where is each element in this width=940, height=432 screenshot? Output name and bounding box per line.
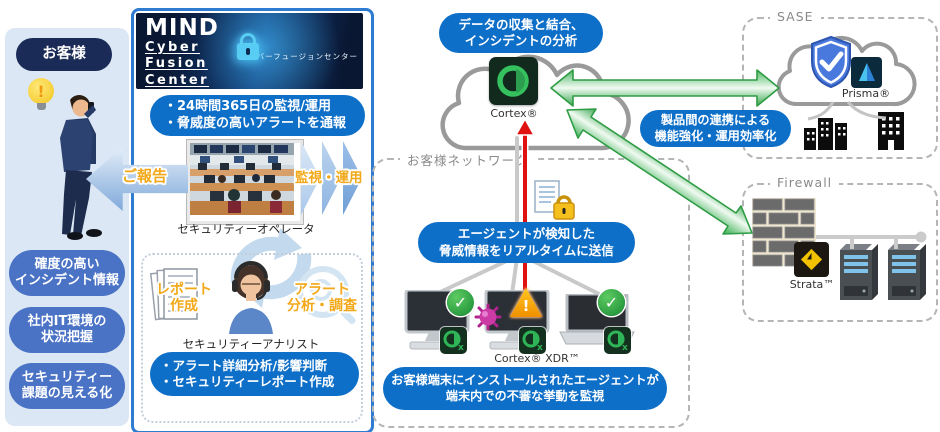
bubble-line: 端末内での不審な挙動を監視 xyxy=(445,388,605,403)
bubble-line: 機能強化・運用効率化 xyxy=(654,128,777,143)
cortex-analysis-bubble: データの収集と結合、 インシデントの分析 xyxy=(439,13,603,53)
bubble-line: エージェントが検知した xyxy=(457,226,596,242)
task-line: 作成 xyxy=(170,298,198,315)
soc-operations-photo xyxy=(187,140,303,224)
benefit-line: インシデント情報 xyxy=(14,273,119,288)
benefit-line: 社内IT環境の xyxy=(27,314,107,330)
xdr-agent-badge: x xyxy=(604,327,631,354)
banner-line-mind: MIND xyxy=(145,15,219,41)
benefit-line: 確度の高い xyxy=(34,257,100,273)
prisma-caption: Prisma® xyxy=(841,87,891,100)
cortex-logo-badge xyxy=(489,57,538,105)
cortex-logo-icon xyxy=(497,65,529,97)
benefit-line: 状況把握 xyxy=(40,330,93,345)
cortex-caption: Cortex® xyxy=(490,107,538,120)
alert-analysis-magnifier-icon xyxy=(297,266,349,318)
operator-caption: セキュリティーオペレータ xyxy=(177,222,315,236)
warning-triangle-icon: ! xyxy=(510,288,542,317)
analyst-duties-bubble: ・アラート詳細分析/影響判断 ・セキュリティーレポート作成 xyxy=(150,352,359,396)
report-task-label: レポート 作成 xyxy=(146,282,222,314)
banner-line-fusion: Fusion xyxy=(145,56,208,72)
prisma-logo-icon xyxy=(859,63,875,81)
svg-text:x: x xyxy=(458,343,464,353)
lightbulb-base xyxy=(37,103,46,110)
check-glyph: ✓ xyxy=(604,293,619,312)
firewall-servers-icon xyxy=(840,244,926,300)
prisma-logo-badge xyxy=(851,57,882,88)
monitor-chevrons xyxy=(301,141,365,215)
monitor-arrow-label: 監視・運用 xyxy=(295,170,363,186)
task-line: レポート xyxy=(156,282,212,298)
xdr-agent-badge: x xyxy=(519,327,546,354)
banner-subtitle: サイバーフュージョンセンター xyxy=(239,52,358,61)
malware-icon xyxy=(474,303,502,331)
banner-lock-icon xyxy=(237,33,259,60)
task-line: 分析・調査 xyxy=(287,298,357,315)
document-lock-icon xyxy=(533,180,577,222)
report-documents-icon xyxy=(149,268,198,321)
shield-check-icon xyxy=(811,35,851,89)
lightbulb-icon: ! xyxy=(28,78,54,104)
analyst-person-figure xyxy=(229,261,273,334)
benefit-pill-it-status: 社内IT環境の 状況把握 xyxy=(9,307,125,353)
bubble-line: データの収集と結合、 xyxy=(458,16,584,32)
soc-photo-art xyxy=(190,143,294,215)
strata-logo-icon xyxy=(800,248,823,271)
strata-caption: Strata™ xyxy=(789,278,835,291)
bubble-line: お客様端末にインストールされたエージェントが xyxy=(391,372,659,387)
svg-text:x: x xyxy=(537,343,543,353)
bubble-line: 製品間の連携による xyxy=(660,112,771,127)
benefit-pill-incident: 確度の高い インシデント情報 xyxy=(9,250,125,296)
customer-title-pill: お客様 xyxy=(16,38,112,71)
integration-bubble: 製品間の連携による 機能強化・運用効率化 xyxy=(640,110,791,147)
xdr-agent-badge: x xyxy=(440,327,467,354)
duty-line: ・アラート詳細分析/影響判断 xyxy=(160,357,328,373)
banner-line-center: Center xyxy=(145,72,210,88)
benefit-line: 課題の見える化 xyxy=(21,386,113,401)
alert-task-label: アラート 分析・調査 xyxy=(284,282,360,314)
sase-buildings-icon xyxy=(804,112,904,150)
xdr-caption: Cortex® XDR™ xyxy=(494,352,580,365)
svg-text:x: x xyxy=(622,343,628,353)
bubble-line: インシデントの分析 xyxy=(464,33,578,48)
agent-send-bubble: エージェントが検知した 脅威情報をリアルタイムに送信 xyxy=(418,222,635,263)
task-line: アラート xyxy=(294,282,350,298)
report-arrow-label: ご報告 xyxy=(122,167,168,185)
analyst-box xyxy=(141,253,363,423)
lightbulb-exclamation: ! xyxy=(37,81,45,101)
mind-banner-title: MIND Cyber Fusion Center xyxy=(145,17,219,89)
bubble-line: 脅威情報をリアルタイムに送信 xyxy=(439,242,614,258)
customer-person-figure xyxy=(60,95,102,240)
customer-network-label: お客様ネットワーク xyxy=(400,150,536,169)
firewall-box: Firewall xyxy=(742,175,938,322)
sase-label: SASE xyxy=(770,9,821,24)
safe-check-icon: ✓ xyxy=(598,289,625,316)
customer-network-box: お客様ネットワーク xyxy=(372,150,690,428)
banner-line-cyber: Cyber xyxy=(145,40,201,55)
benefit-line: セキュリティー xyxy=(21,370,113,386)
service-line: ・24時間365日の監視/運用 xyxy=(164,98,331,114)
endpoint-monitor-bubble: お客様端末にインストールされたエージェントが 端末内での不審な挙動を監視 xyxy=(383,367,667,410)
service-line: ・脅威度の高いアラートを通報 xyxy=(164,115,347,131)
mind-banner: MIND Cyber Fusion Center サイバーフュージョンセンター xyxy=(136,13,363,89)
firewall-brick-wall-icon xyxy=(752,198,816,267)
warning-glyph: ! xyxy=(522,297,530,315)
firewall-label: Firewall xyxy=(770,175,840,190)
safe-check-icon: ✓ xyxy=(447,289,474,316)
customer-title: お客様 xyxy=(42,45,86,62)
analyst-caption: セキュリティーアナリスト xyxy=(182,337,320,351)
strata-logo-badge xyxy=(794,242,829,277)
check-glyph: ✓ xyxy=(453,293,468,312)
duty-line: ・セキュリティーレポート作成 xyxy=(160,374,335,389)
benefit-pill-visibility: セキュリティー 課題の見える化 xyxy=(9,363,125,409)
mind-services-bubble: ・24時間365日の監視/運用 ・脅威度の高いアラートを通報 xyxy=(150,95,365,136)
